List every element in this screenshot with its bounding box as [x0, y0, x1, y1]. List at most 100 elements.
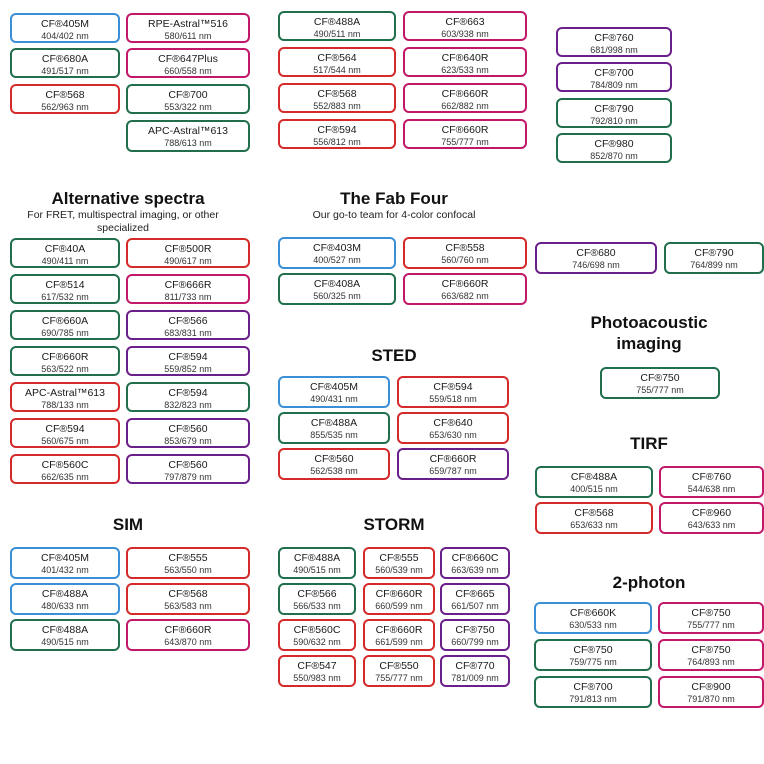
dye-name: CF®560	[314, 453, 354, 465]
dye-name: CF®550	[379, 660, 419, 672]
dye-name: CF®980	[594, 138, 634, 150]
dye-spectra: 791/813 nm	[569, 694, 617, 704]
dye-spectra: 563/522 nm	[41, 364, 89, 374]
dye-name: CF®564	[317, 52, 357, 64]
dye-name: CF®750	[455, 624, 495, 636]
dye-spectra: 660/599 nm	[375, 601, 423, 611]
dye-spectra: 556/812 nm	[313, 137, 361, 147]
dye-name: CF®488A	[313, 16, 361, 28]
dye-spectra: 480/633 nm	[41, 601, 89, 611]
dye-spectra: 562/963 nm	[41, 102, 89, 112]
heading-sted: STED	[371, 346, 417, 365]
dye-spectra: 781/009 nm	[451, 673, 499, 683]
dye-name: CF®760	[691, 471, 732, 483]
dye-name: CF®660C	[451, 552, 499, 564]
dye-name: CF®640	[433, 417, 473, 429]
dye-name: CF®700	[573, 681, 613, 693]
dye-spectra: 560/539 nm	[375, 565, 423, 575]
heading-2-photon: 2-photon	[612, 573, 686, 592]
dye-name: CF®560C	[293, 624, 341, 636]
dye-name: CF®960	[691, 507, 732, 519]
dye-spectra: 544/638 nm	[687, 484, 736, 494]
dye-spectra: 552/883 nm	[313, 101, 361, 111]
dye-name: CF®665	[455, 588, 495, 600]
dye-name: CF®488A	[293, 552, 341, 564]
